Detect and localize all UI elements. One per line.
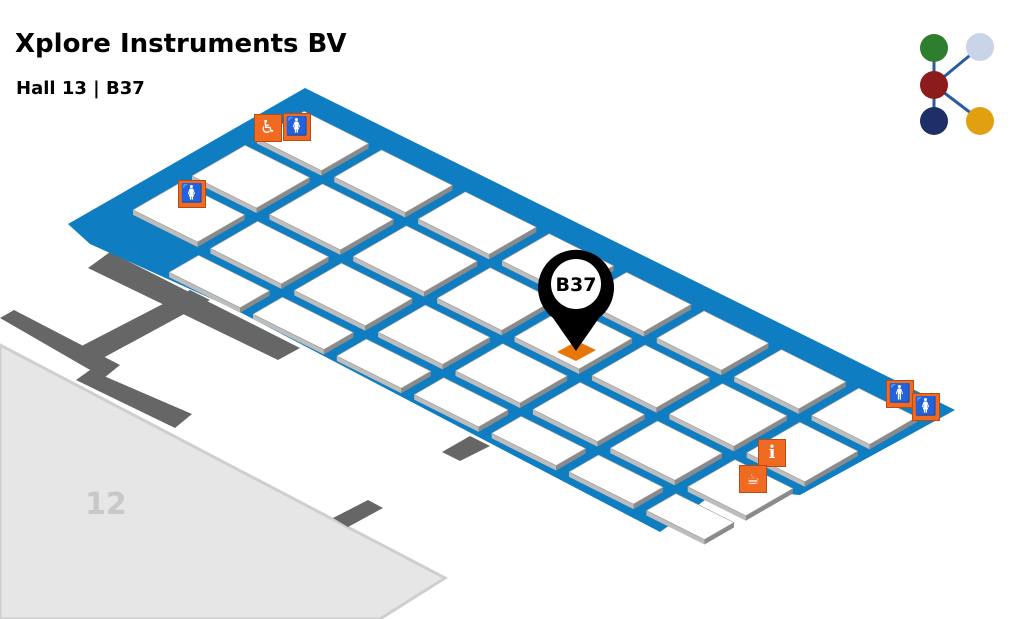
- booth[interactable]: [668, 383, 788, 447]
- booth[interactable]: [377, 304, 491, 365]
- booth-side: [646, 510, 705, 545]
- hall-12-label: 12: [85, 487, 127, 522]
- booth-side: [334, 177, 406, 218]
- booth-side: [687, 486, 746, 521]
- walkways: [0, 252, 490, 527]
- booth-side: [556, 448, 586, 471]
- booth[interactable]: [336, 338, 432, 389]
- booth-side: [669, 414, 734, 452]
- booth-side: [798, 381, 846, 414]
- booth[interactable]: [532, 381, 646, 443]
- booth-side: [745, 488, 793, 521]
- booth-side: [633, 487, 663, 510]
- booth-side: [704, 522, 734, 545]
- booth[interactable]: [209, 220, 330, 285]
- booth[interactable]: [268, 183, 395, 251]
- booth-side: [437, 298, 502, 336]
- booth-side: [569, 471, 634, 510]
- booth-side: [281, 256, 329, 289]
- booth-side: [252, 314, 324, 355]
- toilet-accessible-icon: ♿: [254, 114, 282, 142]
- booth-side: [579, 338, 633, 375]
- booth-side: [256, 177, 310, 214]
- booth-side: [656, 377, 710, 413]
- booth[interactable]: [352, 225, 478, 293]
- booth-side: [489, 227, 537, 260]
- booth[interactable]: [417, 191, 537, 255]
- toilet-women-icon: 🚺: [912, 393, 940, 421]
- booth-side: [169, 272, 241, 313]
- booth-side: [733, 415, 787, 452]
- booth-side: [804, 451, 858, 487]
- booth-side: [405, 185, 453, 218]
- booth[interactable]: [252, 296, 355, 350]
- booth[interactable]: [436, 267, 556, 331]
- toilet-women-icon: 🚺: [283, 113, 311, 141]
- booth[interactable]: [609, 420, 723, 481]
- booth[interactable]: [568, 454, 664, 505]
- booth[interactable]: [490, 415, 587, 466]
- booth[interactable]: [454, 343, 568, 404]
- booth[interactable]: [293, 262, 414, 327]
- booth-side: [340, 219, 394, 255]
- booth-side: [269, 214, 341, 255]
- booth-side: [353, 256, 425, 297]
- booth[interactable]: [132, 182, 246, 243]
- toilet-men-icon: 🚹: [886, 380, 914, 408]
- booth[interactable]: [168, 254, 271, 309]
- booth-side: [321, 143, 369, 176]
- booth-side: [197, 214, 245, 248]
- booth-side: [323, 332, 354, 355]
- booth-side: [656, 338, 722, 376]
- booth-side: [414, 394, 479, 432]
- booth[interactable]: [591, 344, 711, 409]
- booth-side: [365, 298, 413, 331]
- booth-marker-label: B37: [556, 274, 597, 296]
- info-icon: i: [758, 439, 786, 467]
- booth-side: [811, 415, 870, 450]
- booth-side: [378, 332, 443, 370]
- hall-12-floor: [0, 343, 449, 619]
- booth-side: [674, 453, 722, 486]
- booth-side: [455, 370, 520, 409]
- trade-fair-logo: [920, 33, 994, 135]
- booth[interactable]: [191, 144, 311, 209]
- booth-side: [294, 290, 366, 331]
- toilet-women-icon: 🚺: [178, 180, 206, 208]
- booth-side: [418, 218, 490, 260]
- booth-side: [210, 248, 282, 289]
- booth-marker: B37: [537, 249, 614, 351]
- booth-side: [514, 336, 579, 375]
- exhibitor-name: Xplore Instruments BV: [15, 29, 347, 59]
- booth-side: [869, 417, 917, 450]
- booth[interactable]: [645, 493, 735, 540]
- booth-side: [734, 376, 799, 414]
- booth-side: [501, 299, 555, 336]
- cafe-icon: ☕: [739, 465, 767, 493]
- booth[interactable]: [333, 149, 454, 213]
- booth-side: [256, 138, 322, 176]
- booth-side: [610, 448, 675, 486]
- booth-side: [643, 304, 692, 337]
- hall-booth-label: Hall 13 | B37: [16, 78, 145, 99]
- booth-side: [721, 343, 769, 376]
- booth-side: [192, 175, 257, 214]
- booth-side: [478, 409, 509, 432]
- booth-side: [442, 337, 490, 370]
- booth-side: [424, 261, 478, 297]
- booth-side: [597, 414, 645, 447]
- booth-side: [240, 290, 270, 313]
- booth-side: [491, 433, 557, 471]
- booth[interactable]: [413, 377, 509, 428]
- booth-side: [401, 371, 431, 394]
- booth-side: [520, 375, 568, 409]
- booth-side: [133, 209, 198, 248]
- booth[interactable]: [656, 310, 770, 371]
- booth-side: [591, 375, 657, 413]
- booth-b37-highlight: [557, 341, 596, 361]
- booth-side: [336, 356, 402, 394]
- booth[interactable]: [733, 349, 847, 410]
- booth-side: [532, 409, 598, 447]
